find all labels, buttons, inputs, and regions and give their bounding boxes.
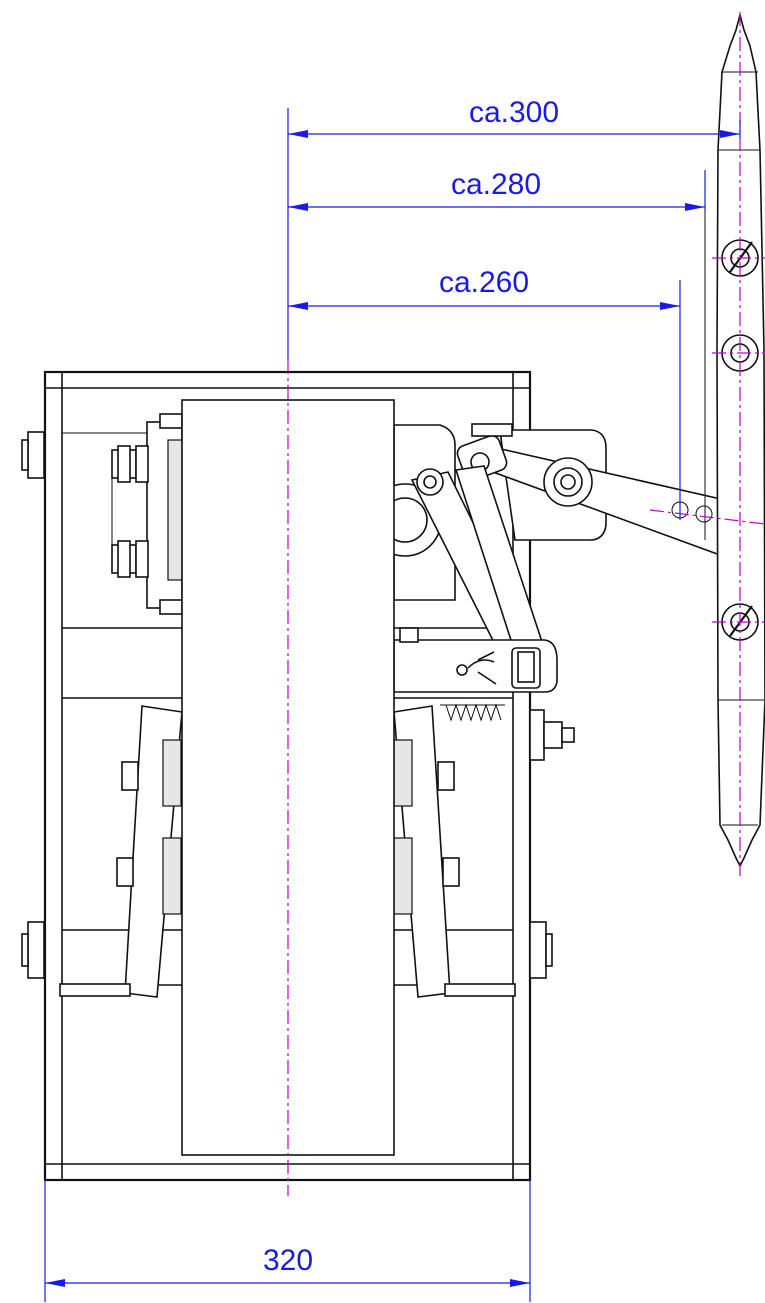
dimension-label-320: 320 [263,1244,313,1277]
dimension-label-260: ca.260 [439,266,529,299]
lower-right-arm [393,705,516,998]
centerlines [287,12,765,1196]
upper-right-mechanism [368,423,751,722]
dimension-label-280: ca.280 [451,168,541,201]
dimension-label-300: ca.300 [469,96,559,129]
lower-left-arm [59,705,183,998]
dimension-lines [44,108,741,1302]
dimension-labels: ca.300 ca.280 ca.260 320 [263,96,559,1277]
frame-bolts [21,431,575,979]
right-tine [704,11,765,868]
upper-left-flange [62,413,183,615]
